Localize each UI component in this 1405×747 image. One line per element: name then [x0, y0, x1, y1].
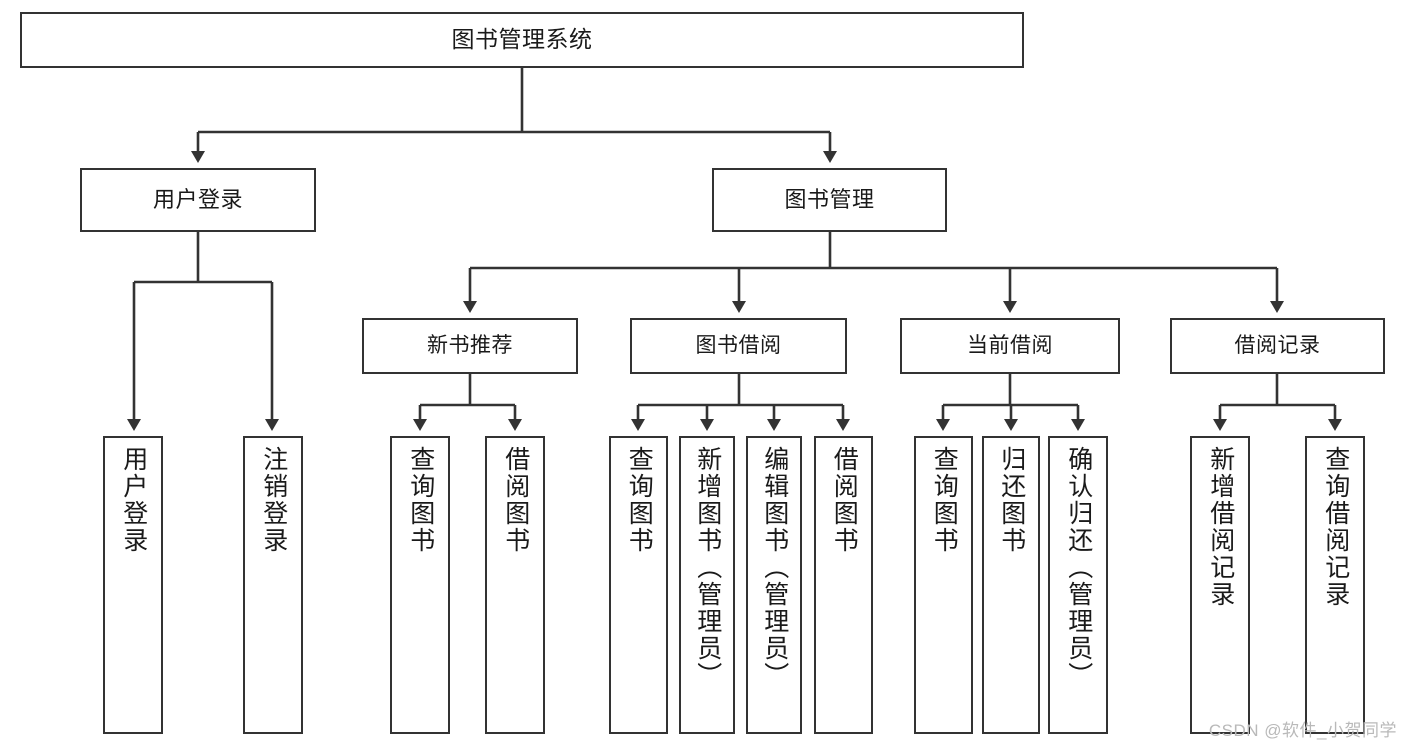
node-leaf-query-book-1[interactable]: 查询图书 [390, 436, 450, 734]
node-leaf-borrow-book-2[interactable]: 借阅图书 [814, 436, 873, 734]
node-leaf-add-record[interactable]: 新增借阅记录 [1190, 436, 1250, 734]
node-book-borrow[interactable]: 图书借阅 [630, 318, 847, 374]
node-leaf-query-record[interactable]: 查询借阅记录 [1305, 436, 1365, 734]
node-leaf-borrow-book-1[interactable]: 借阅图书 [485, 436, 545, 734]
node-leaf-edit-book[interactable]: 编辑图书（管理员） [746, 436, 802, 734]
node-leaf-query-book-3[interactable]: 查询图书 [914, 436, 973, 734]
node-label: 查询图书 [625, 446, 654, 554]
node-root-system[interactable]: 图书管理系统 [20, 12, 1024, 68]
node-label: 图书借阅 [695, 333, 782, 357]
node-leaf-confirm-return[interactable]: 确认归还（管理员） [1048, 436, 1108, 734]
node-label: 新增图书（管理员） [693, 446, 722, 689]
node-label: 借阅图书 [830, 446, 859, 554]
node-label: 用户登录 [119, 446, 148, 554]
node-label: 查询图书 [406, 446, 435, 554]
node-label: 查询借阅记录 [1321, 446, 1350, 608]
node-leaf-add-book[interactable]: 新增图书（管理员） [679, 436, 735, 734]
node-label: 注销登录 [259, 446, 288, 554]
node-leaf-logout[interactable]: 注销登录 [243, 436, 303, 734]
node-leaf-user-login[interactable]: 用户登录 [103, 436, 163, 734]
node-label: 用户登录 [152, 187, 243, 213]
node-current-borrow[interactable]: 当前借阅 [900, 318, 1120, 374]
node-label: 图书管理系统 [451, 26, 593, 53]
node-label: 借阅图书 [501, 446, 530, 554]
node-label: 新书推荐 [427, 333, 513, 357]
node-label: 编辑图书（管理员） [760, 446, 789, 689]
node-label: 图书管理 [784, 187, 875, 213]
node-new-book-recommend[interactable]: 新书推荐 [362, 318, 578, 374]
node-user-login[interactable]: 用户登录 [80, 168, 316, 232]
node-book-manage[interactable]: 图书管理 [712, 168, 947, 232]
node-label: 归还图书 [997, 446, 1026, 554]
node-leaf-query-book-2[interactable]: 查询图书 [609, 436, 668, 734]
node-label: 新增借阅记录 [1206, 446, 1235, 608]
node-borrow-record[interactable]: 借阅记录 [1170, 318, 1385, 374]
node-label: 借阅记录 [1234, 333, 1321, 357]
node-label: 查询图书 [930, 446, 959, 554]
node-leaf-return-book[interactable]: 归还图书 [982, 436, 1040, 734]
node-label: 当前借阅 [967, 333, 1053, 357]
node-label: 确认归还（管理员） [1064, 446, 1093, 689]
watermark-text: CSDN @软件_小贺同学 [1208, 721, 1397, 740]
